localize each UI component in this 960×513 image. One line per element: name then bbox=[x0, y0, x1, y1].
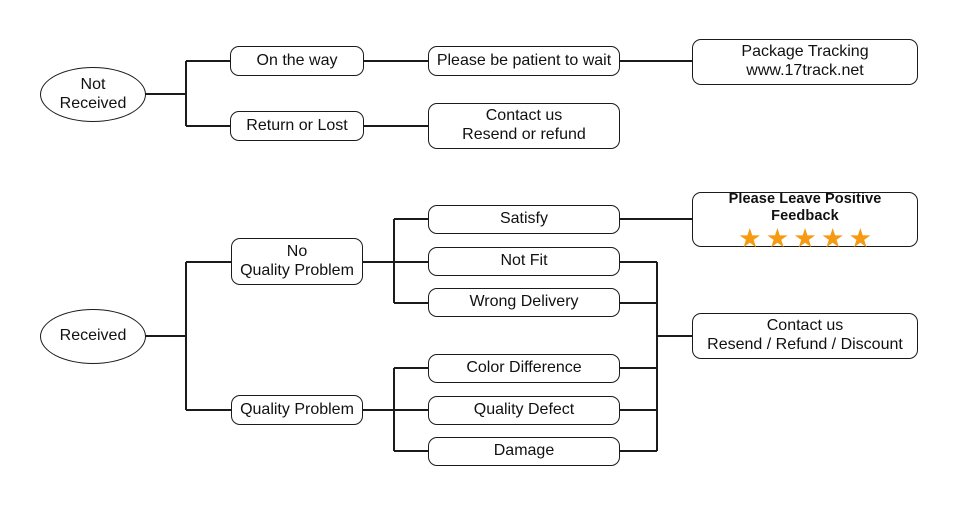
node-damage[interactable]: Damage bbox=[428, 437, 620, 466]
node-contact-us-resend-or-refund[interactable]: Contact us Resend or refund bbox=[428, 103, 620, 149]
node-color-difference[interactable]: Color Difference bbox=[428, 354, 620, 383]
star-icon[interactable]: ★ bbox=[767, 225, 788, 252]
node-contact-us-resend-refund-discount[interactable]: Contact us Resend / Refund / Discount bbox=[692, 313, 918, 359]
node-not-fit[interactable]: Not Fit bbox=[428, 247, 620, 276]
node-on-the-way[interactable]: On the way bbox=[230, 46, 364, 76]
star-icon[interactable]: ★ bbox=[794, 225, 816, 252]
feedback-label: Please Leave Positive Feedback bbox=[728, 190, 882, 224]
node-quality-problem[interactable]: Quality Problem bbox=[231, 395, 363, 425]
node-received[interactable]: Received bbox=[40, 309, 146, 364]
star-rating[interactable]: ★★★★★ bbox=[739, 227, 870, 250]
star-icon[interactable]: ★ bbox=[739, 225, 761, 252]
star-icon[interactable]: ★ bbox=[849, 225, 871, 252]
node-not-received[interactable]: Not Received bbox=[40, 67, 146, 122]
node-positive-feedback[interactable]: Please Leave Positive Feedback ★★★★★ bbox=[692, 190, 918, 250]
node-wrong-delivery[interactable]: Wrong Delivery bbox=[428, 288, 620, 317]
star-icon[interactable]: ★ bbox=[822, 225, 843, 252]
node-please-be-patient-to-wait[interactable]: Please be patient to wait bbox=[428, 46, 620, 76]
node-package-tracking[interactable]: Package Tracking www.17track.net bbox=[692, 39, 918, 85]
node-no-quality-problem[interactable]: No Quality Problem bbox=[231, 238, 363, 285]
node-return-or-lost[interactable]: Return or Lost bbox=[230, 111, 364, 141]
node-quality-defect[interactable]: Quality Defect bbox=[428, 396, 620, 425]
node-satisfy[interactable]: Satisfy bbox=[428, 205, 620, 234]
